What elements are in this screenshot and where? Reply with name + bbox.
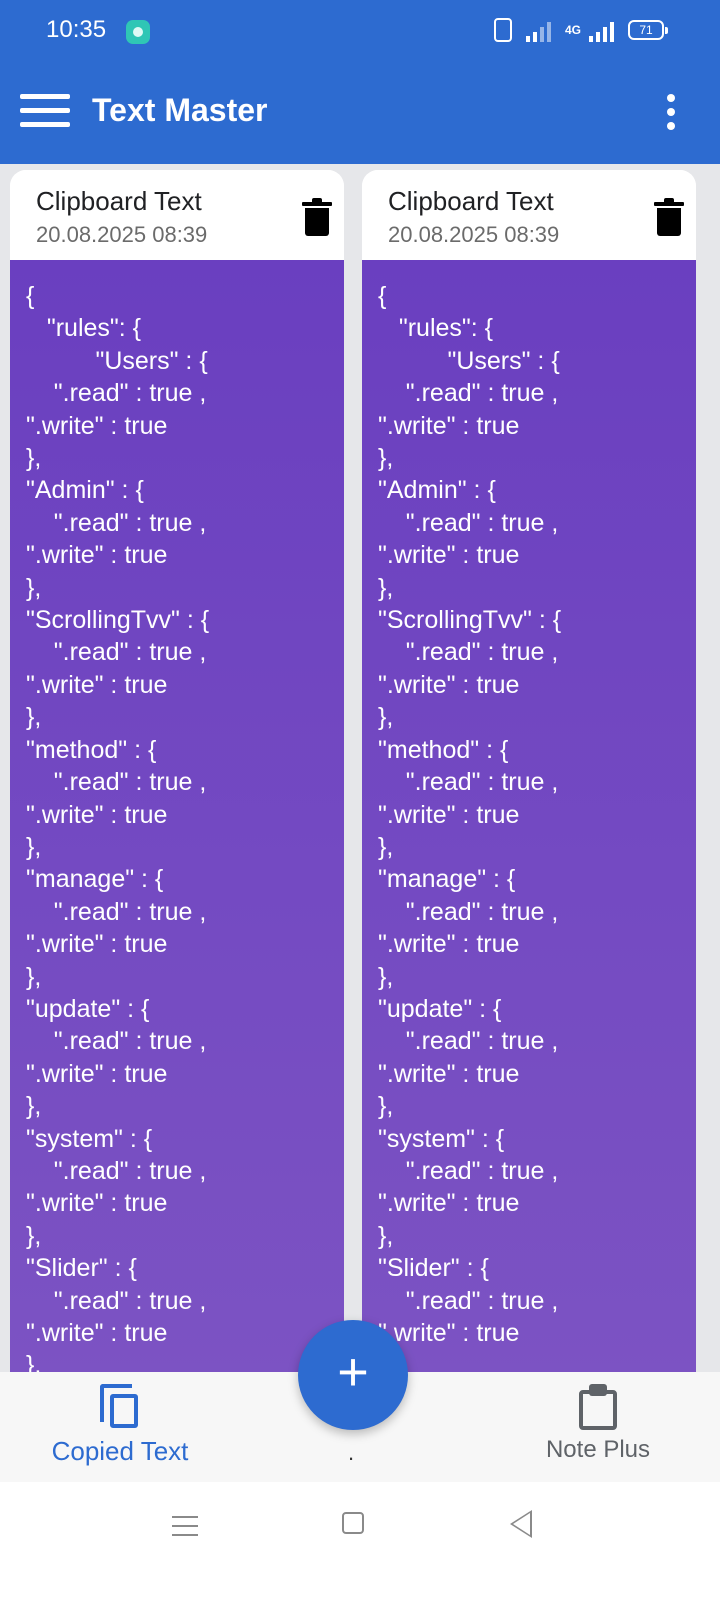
add-button[interactable]: +: [298, 1320, 408, 1430]
nav-note-label: Note Plus: [545, 1436, 651, 1463]
clipboard-card[interactable]: Clipboard Text 20.08.2025 08:39 { "rules…: [362, 170, 696, 1380]
notification-app-icon: [126, 20, 150, 44]
home-icon[interactable]: [342, 1512, 364, 1534]
app-title: Text Master: [92, 92, 268, 128]
nav-note-plus[interactable]: Note Plus: [518, 1384, 678, 1464]
nav-copied-label: Copied Text: [51, 1436, 189, 1466]
vibrate-icon: [493, 18, 512, 42]
recent-apps-icon[interactable]: [172, 1514, 198, 1536]
top-bar: 10:35 4G 71 Text Master: [0, 0, 720, 164]
delete-icon[interactable]: [654, 198, 684, 236]
nav-center-label: .: [348, 1440, 355, 1465]
status-icons: 4G 71: [493, 18, 668, 42]
mobile-signal-icon: [589, 18, 614, 42]
card-title: Clipboard Text: [36, 186, 202, 216]
clipboard-card[interactable]: Clipboard Text 20.08.2025 08:39 { "rules…: [10, 170, 344, 1380]
clipboard-icon: [579, 1384, 617, 1430]
status-bar: 10:35 4G 71: [0, 0, 720, 64]
delete-icon[interactable]: [302, 198, 332, 236]
network-type: 4G: [564, 23, 581, 37]
card-date: 20.08.2025 08:39: [388, 222, 560, 247]
system-navigation-bar: [0, 1482, 720, 1600]
card-content[interactable]: { "rules": { "Users" : { ".read" : true …: [10, 260, 344, 1380]
battery-icon: 71: [628, 20, 668, 40]
signal-icon: [525, 18, 551, 42]
card-header: Clipboard Text 20.08.2025 08:39: [362, 170, 696, 260]
copy-icon: [100, 1384, 140, 1430]
status-time: 10:35: [46, 16, 107, 43]
card-header: Clipboard Text 20.08.2025 08:39: [10, 170, 344, 260]
hamburger-menu-icon[interactable]: [20, 94, 70, 132]
back-icon[interactable]: [510, 1510, 532, 1538]
card-content[interactable]: { "rules": { "Users" : { ".read" : true …: [362, 260, 696, 1380]
card-date: 20.08.2025 08:39: [36, 222, 208, 247]
card-title: Clipboard Text: [388, 186, 554, 216]
more-options-icon[interactable]: [664, 94, 680, 134]
nav-copied-text[interactable]: Copied Text: [40, 1384, 200, 1467]
app-bar: Text Master: [0, 64, 720, 164]
